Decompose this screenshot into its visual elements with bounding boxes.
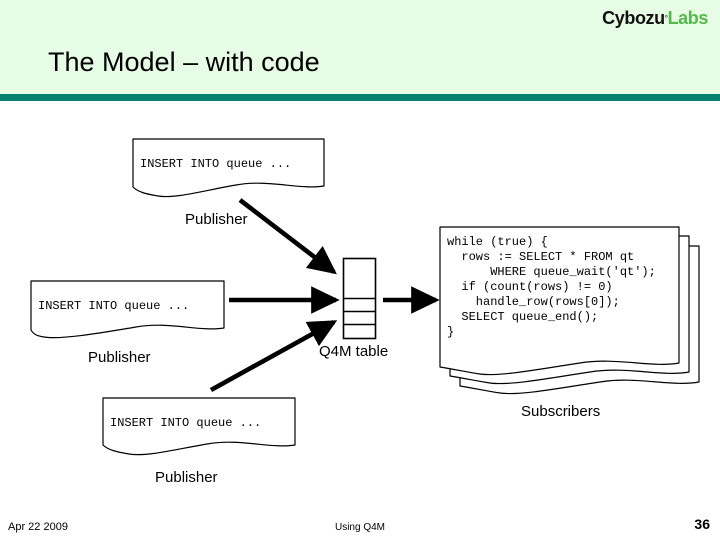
publisher-middle-code: INSERT INTO queue ...: [38, 299, 190, 313]
footer-deck-title: Using Q4M: [334, 522, 385, 533]
subscriber-code-block: while (true) { rows := SELECT * FROM qt …: [447, 235, 656, 339]
logo-text-labs: Labs: [667, 8, 709, 28]
header-divider-rule: [0, 94, 720, 101]
publisher-top-sheet: [132, 138, 325, 198]
q4m-table-label: Q4M table: [319, 343, 389, 360]
logo-text-cybozu: Cybozu: [602, 8, 665, 28]
publisher-bottom-label: Publisher: [155, 469, 218, 486]
subscriber-sheet-front: [439, 226, 680, 376]
footer-date: Apr 22 2009: [8, 521, 68, 533]
arrow-publisher-bottom-to-table: [209, 319, 338, 393]
publisher-middle-label: Publisher: [88, 349, 151, 366]
arrow-publisher-top-to-table: [238, 198, 337, 275]
header-band: [0, 0, 720, 94]
publisher-middle-sheet: [30, 280, 225, 339]
publisher-top-code: INSERT INTO queue ...: [140, 157, 292, 171]
publisher-bottom-sheet: [102, 397, 296, 456]
page-title: The Model – with code: [48, 47, 320, 77]
footer-page-number: 36: [694, 516, 710, 532]
logo-registered-mark-icon: °: [664, 14, 668, 23]
publisher-bottom-code: INSERT INTO queue ...: [110, 416, 262, 430]
cybozu-labs-logo: Cybozu°Labs: [602, 8, 708, 28]
publisher-top-label: Publisher: [185, 211, 248, 228]
subscribers-label: Subscribers: [521, 403, 601, 420]
